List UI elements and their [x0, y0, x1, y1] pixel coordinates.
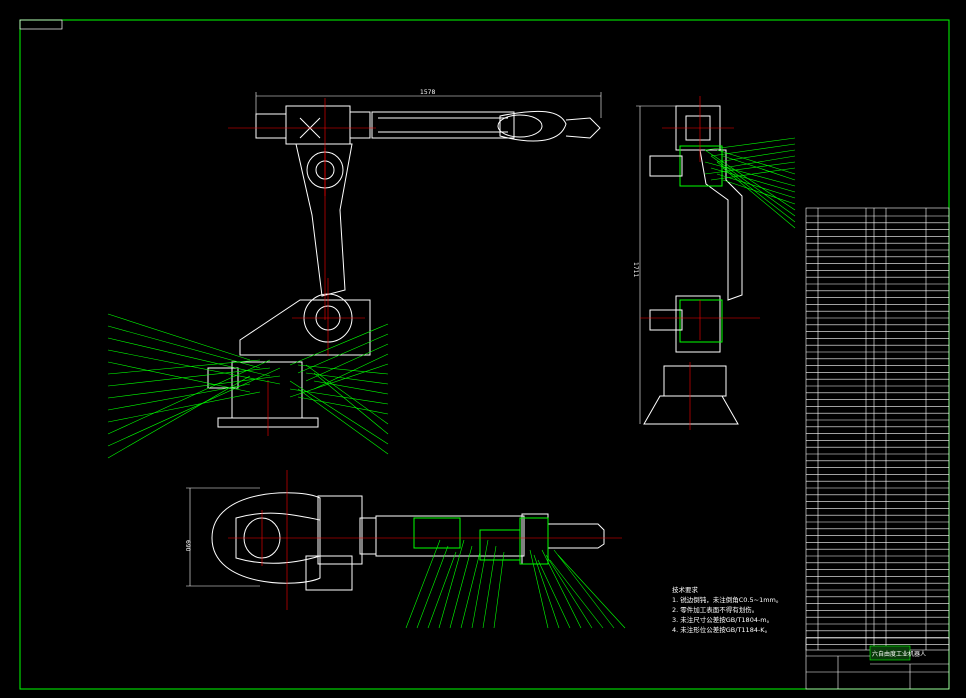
leader-line — [553, 549, 615, 629]
leader-line — [482, 545, 497, 629]
notes-title: 技术要求 — [672, 586, 698, 594]
leader-line — [704, 149, 796, 211]
leader-line — [704, 137, 796, 151]
leader-line — [107, 375, 281, 399]
leader-line — [107, 367, 281, 447]
leader-line — [722, 179, 796, 205]
plan-view-centerlines — [228, 470, 622, 610]
leader-line — [107, 383, 251, 411]
leader-line — [313, 372, 389, 435]
front-view — [207, 92, 602, 428]
leader-line — [722, 155, 796, 169]
leader-line — [710, 167, 796, 193]
leader-line — [704, 161, 796, 187]
leader-line — [529, 549, 549, 629]
leader-line — [557, 554, 626, 629]
plan-view-green-parts — [413, 517, 549, 565]
leader-line — [460, 551, 481, 629]
leader-line — [107, 313, 251, 361]
side-view-leaders — [704, 137, 796, 229]
leader-line — [313, 353, 389, 390]
leader-line — [107, 359, 271, 435]
leader-line — [305, 343, 389, 382]
notes-item-2: 2. 零件加工表面不得有划伤。 — [672, 606, 759, 614]
plan-view-leaders — [405, 539, 626, 629]
leader-line — [541, 549, 582, 629]
leader-line — [107, 325, 261, 369]
dim-top-length: 1578 — [420, 89, 435, 96]
drawing-frame — [19, 19, 950, 690]
notes-item-1: 1. 锐边倒钝，未注倒角C0.5~1mm。 — [672, 596, 783, 604]
leader-line — [289, 380, 389, 445]
leader-line — [107, 359, 261, 375]
leader-line — [537, 559, 571, 629]
leader-line — [107, 367, 271, 387]
dim-side-height: 1711 — [632, 262, 639, 277]
title-block — [805, 637, 950, 690]
plan-view — [186, 487, 605, 591]
leader-line — [716, 149, 796, 175]
leader-line — [297, 333, 389, 374]
dim-plan-width: 690 — [184, 540, 191, 552]
leader-line — [493, 551, 505, 629]
leader-line — [416, 545, 449, 629]
leader-line — [716, 173, 796, 199]
leader-line — [722, 155, 796, 181]
leader-line — [313, 380, 389, 395]
leader-line — [549, 559, 604, 629]
leader-line — [305, 372, 389, 385]
leader-line — [449, 545, 473, 629]
leader-line — [289, 323, 389, 366]
leader-line — [405, 539, 441, 629]
leader-line — [297, 388, 389, 455]
leader-line — [297, 364, 389, 375]
front-view-centerlines — [228, 98, 376, 436]
side-view-green-parts — [649, 145, 723, 343]
leader-line — [545, 554, 593, 629]
notes-item-4: 4. 未注形位公差按GB/T1184-K。 — [672, 626, 772, 634]
parts-list-table — [805, 207, 950, 651]
leader-line — [107, 375, 251, 459]
leader-line — [297, 396, 389, 415]
leader-line — [710, 143, 796, 157]
leader-line — [710, 155, 796, 217]
front-view-leaders — [107, 313, 389, 459]
leader-line — [305, 364, 389, 425]
side-view-centerlines — [640, 96, 760, 430]
technical-notes: 技术要求 1. 锐边倒钝，未注倒角C0.5~1mm。 2. 零件加工表面不得有划… — [672, 585, 782, 635]
title-block-name: 六自由度工业机器人 — [872, 650, 926, 658]
leader-line — [716, 161, 796, 223]
leader-line — [704, 161, 796, 175]
leader-line — [107, 391, 261, 423]
leader-line — [722, 167, 796, 229]
leader-line — [716, 149, 796, 163]
notes-item-3: 3. 未注尺寸公差按GB/T1804-m。 — [672, 616, 774, 624]
leader-line — [438, 539, 465, 629]
leader-line — [710, 167, 796, 181]
leader-line — [471, 539, 489, 629]
leader-line — [107, 361, 251, 393]
leader-line — [427, 551, 457, 629]
leader-line — [107, 349, 281, 385]
leader-line — [533, 554, 560, 629]
leader-line — [107, 337, 271, 377]
corner-tag — [19, 19, 63, 30]
